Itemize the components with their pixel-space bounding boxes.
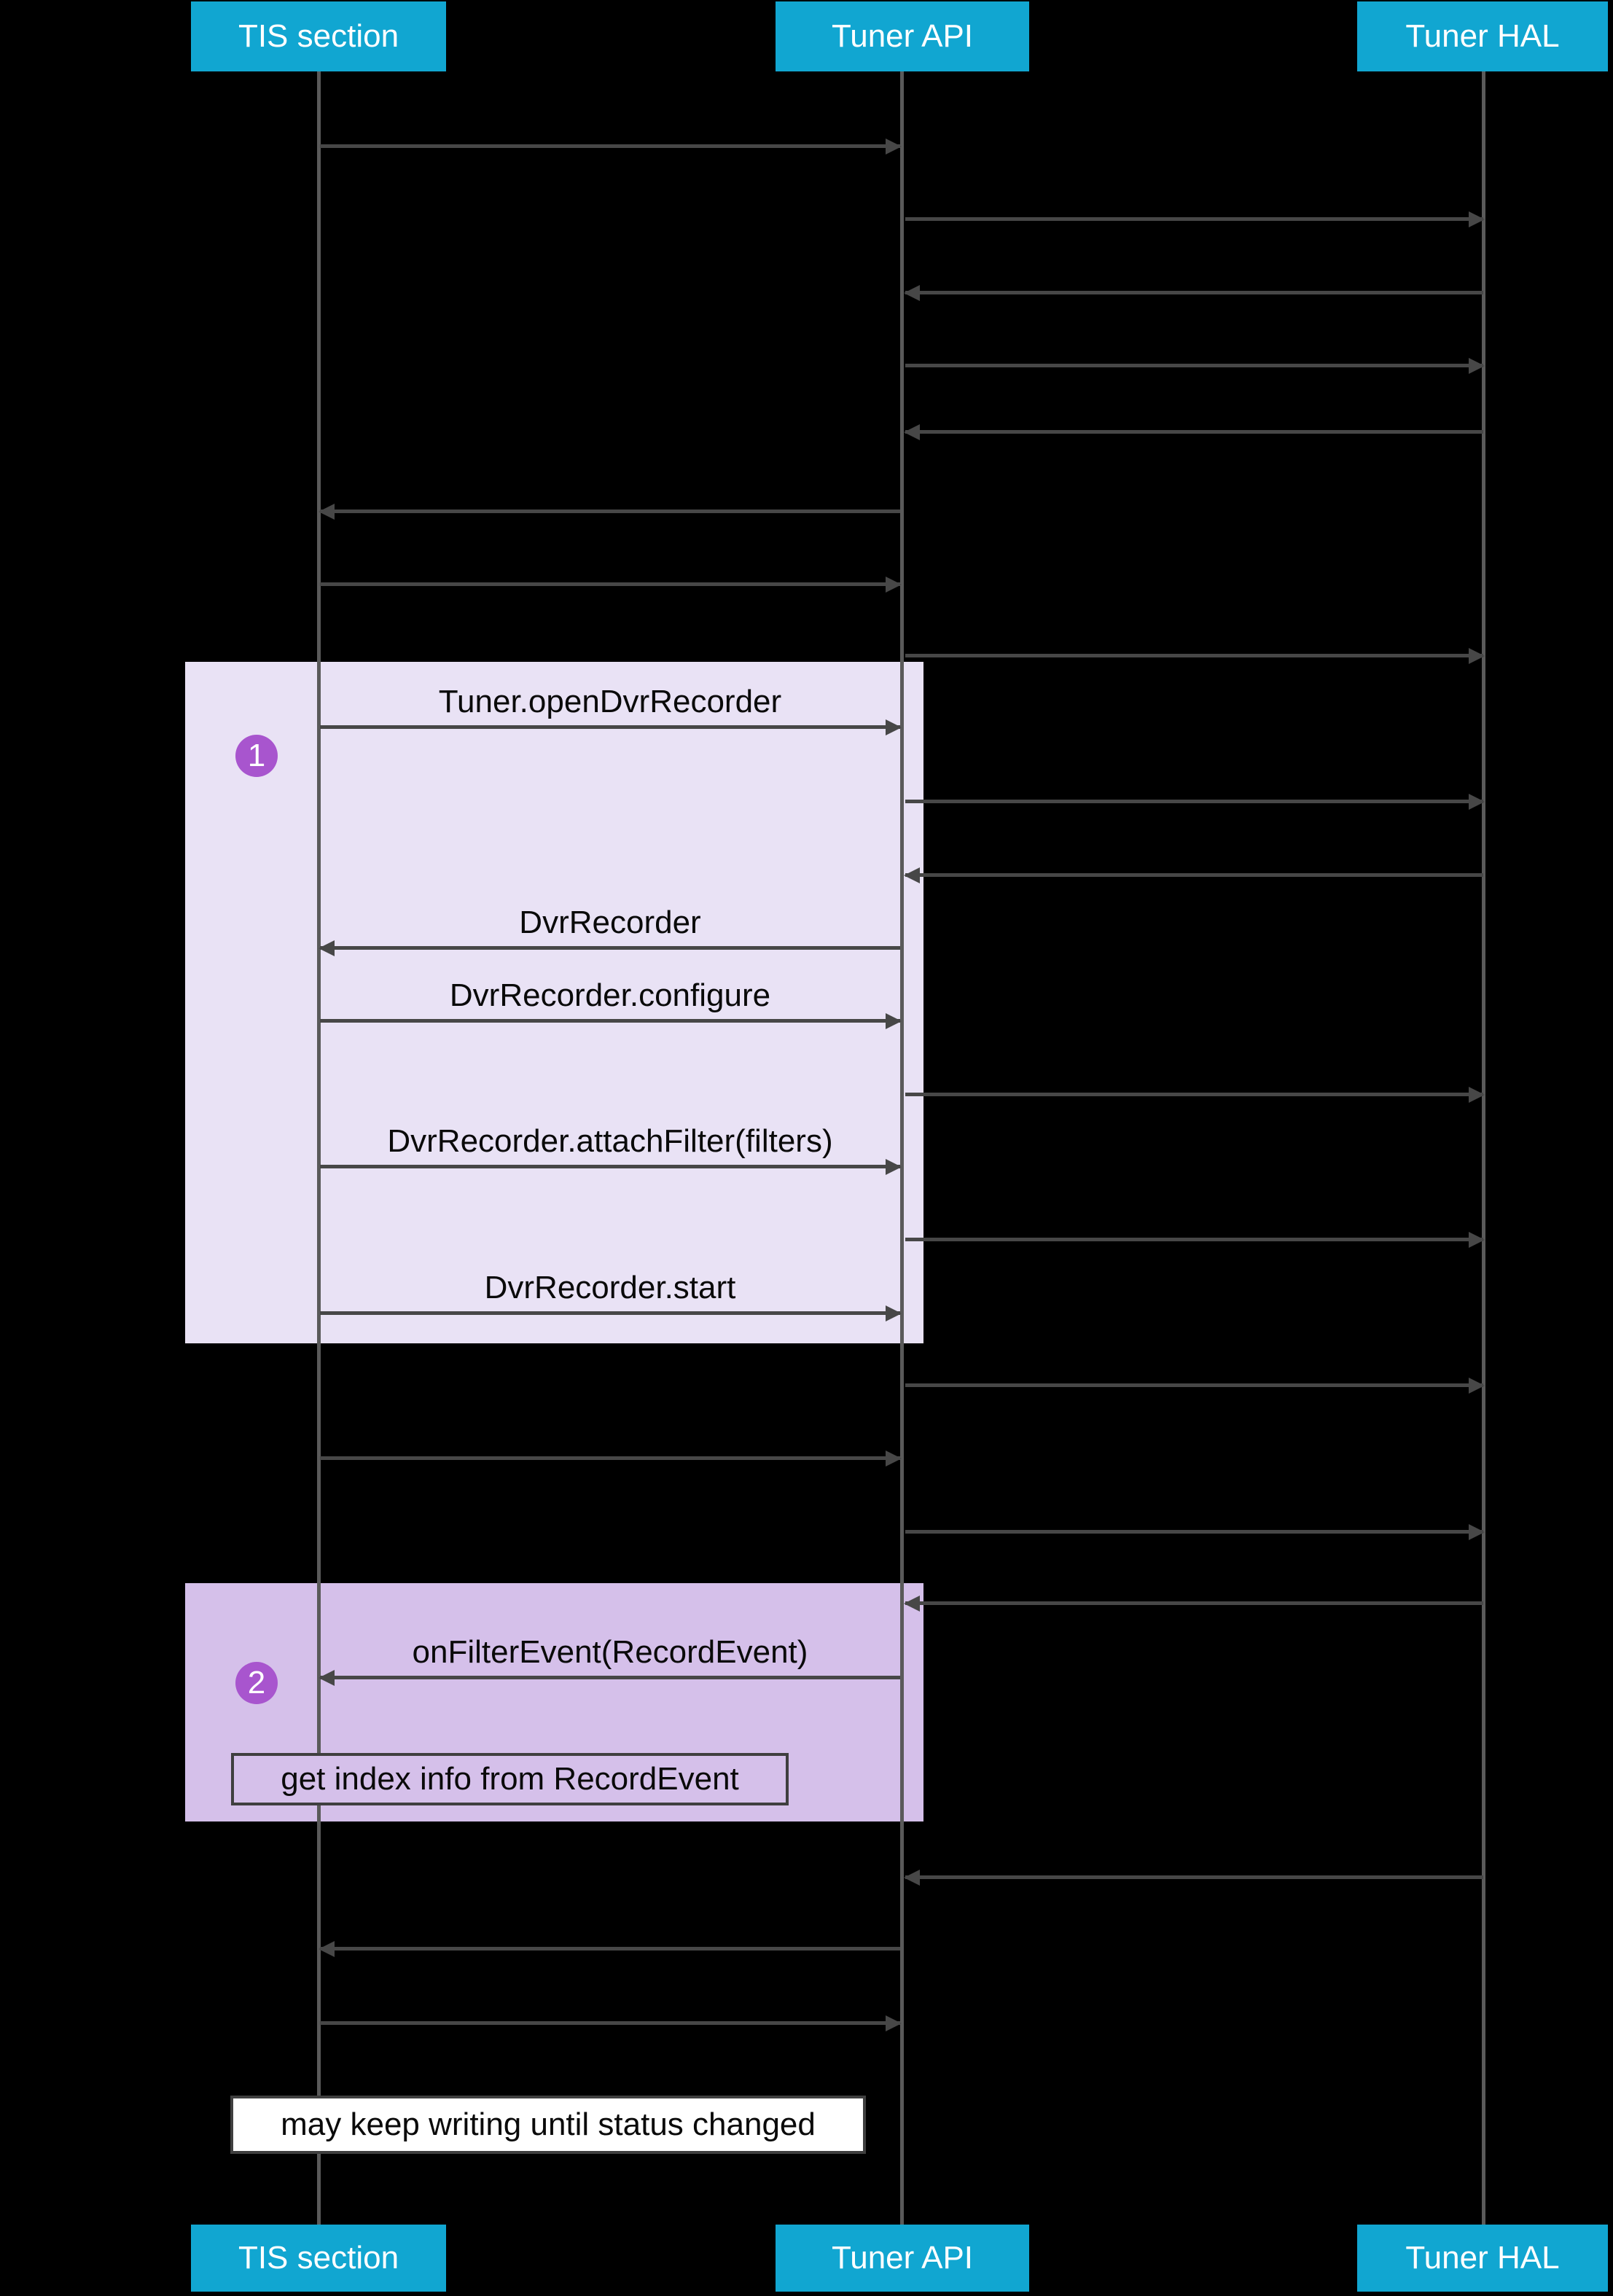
message-arrow-2-api-to-hal <box>905 217 1483 221</box>
message-label-dvr-recorder: DvrRecorder <box>519 905 701 940</box>
participant-header-hal-top: Tuner HAL <box>1357 1 1608 71</box>
message-label-configure: DvrRecorder.configure <box>449 977 771 1013</box>
message-arrow-3-hal-to-api <box>905 291 1483 294</box>
message-arrow-20-api-to-hal <box>905 1530 1483 1534</box>
message-arrow-9-open-dvr-recorder <box>320 725 900 729</box>
message-arrow-23-hal-to-api <box>905 1875 1483 1879</box>
message-arrow-6-api-to-tis <box>320 509 900 513</box>
message-label-on-filter-event: onFilterEvent(RecordEvent) <box>412 1634 808 1670</box>
lifeline-tis <box>317 71 321 2225</box>
message-arrow-24-api-to-tis <box>320 1947 900 1951</box>
participant-header-api-bottom: Tuner API <box>776 2225 1029 2292</box>
message-arrow-8-api-to-hal <box>905 654 1483 657</box>
message-arrow-12-dvr-recorder <box>320 946 900 950</box>
message-arrow-21-hal-to-api <box>905 1601 1483 1605</box>
message-arrow-22-on-filter-event <box>320 1676 900 1679</box>
message-arrow-18-api-to-hal <box>905 1383 1483 1387</box>
message-arrow-11-hal-to-api <box>905 873 1483 877</box>
message-label-attach-filter: DvrRecorder.attachFilter(filters) <box>387 1123 833 1159</box>
message-arrow-5-hal-to-api <box>905 430 1483 434</box>
message-arrow-4-api-to-hal <box>905 364 1483 367</box>
lifeline-hal <box>1482 71 1485 2225</box>
message-arrow-1-tis-to-api <box>320 144 900 148</box>
message-arrow-19-tis-to-api <box>320 1456 900 1460</box>
message-arrow-14-api-to-hal <box>905 1093 1483 1096</box>
step-badge-2: 2 <box>235 1662 278 1704</box>
note-get-index-info: get index info from RecordEvent <box>231 1753 789 1805</box>
lifeline-api <box>900 71 904 2225</box>
message-label-start: DvrRecorder.start <box>484 1270 736 1305</box>
step-badge-1: 1 <box>235 735 278 777</box>
highlight-region-1 <box>185 662 923 1343</box>
message-label-open-dvr-recorder: Tuner.openDvrRecorder <box>438 684 782 719</box>
participant-header-api-top: Tuner API <box>776 1 1029 71</box>
message-arrow-17-start <box>320 1311 900 1315</box>
participant-header-tis-top: TIS section <box>191 1 446 71</box>
participant-header-hal-bottom: Tuner HAL <box>1357 2225 1608 2292</box>
message-arrow-13-configure <box>320 1019 900 1023</box>
note-keep-writing: may keep writing until status changed <box>230 2096 866 2154</box>
message-arrow-16-api-to-hal <box>905 1238 1483 1241</box>
participant-header-tis-bottom: TIS section <box>191 2225 446 2292</box>
message-arrow-25-tis-to-api <box>320 2021 900 2025</box>
message-arrow-10-api-to-hal <box>905 800 1483 803</box>
message-arrow-15-attach-filter <box>320 1165 900 1168</box>
message-arrow-7-tis-to-api <box>320 582 900 586</box>
